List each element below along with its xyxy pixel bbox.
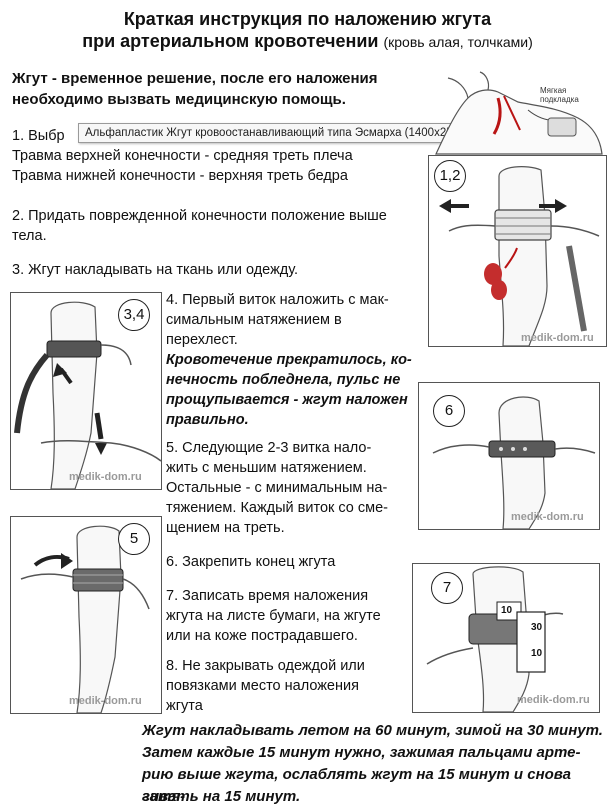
- step-7-line-3: или на коже пострадавшего.: [166, 628, 358, 644]
- watermark: medik-dom.ru: [511, 511, 584, 523]
- step-1-line-3: Травма нижней конечности - верхняя треть…: [12, 168, 348, 184]
- note-30: 30: [531, 622, 543, 633]
- step-7-line-1: 7. Записать время наложения: [166, 588, 369, 604]
- step-4-line-1: 4. Первый виток наложить с мак-: [166, 292, 389, 308]
- badge-5: 5: [118, 523, 150, 555]
- step-2-line-2: тела.: [12, 228, 47, 244]
- step-4-line-2: симальным натяжением в: [166, 312, 342, 328]
- step-2-line-1: 2. Придать поврежденной конечности полож…: [12, 208, 387, 224]
- subtitle-note: (кровь алая, толчками): [383, 34, 533, 50]
- step-4-line-3: перехлест.: [166, 332, 238, 348]
- subtitle-text: при артериальном кровотечении: [82, 31, 379, 51]
- step-8-line-3: жгута: [166, 698, 203, 714]
- step-3-line-1: 3. Жгут накладывать на ткань или одежду.: [12, 262, 299, 278]
- step-5-line-2: жить с меньшим натяжением.: [166, 460, 367, 476]
- step-5-line-4: тяжением. Каждый виток со сме-: [166, 500, 389, 516]
- step-1-line-2: Травма верхней конечности - средняя трет…: [12, 148, 353, 164]
- footer-line-2: Затем каждые 15 минут нужно, зажимая пал…: [142, 744, 581, 761]
- step-5-line-3: Остальные - с минимальным на-: [166, 480, 388, 496]
- page-title: Краткая инструкция по наложению жгута: [123, 9, 492, 29]
- figure-3-4: 3,4 medik-dom.ru: [10, 292, 162, 490]
- intro-line-1: Жгут - временное решение, после его нало…: [12, 70, 378, 87]
- step-6-line-1: 6. Закрепить конец жгута: [166, 554, 336, 570]
- watermark: medik-dom.ru: [517, 694, 590, 706]
- watermark: medik-dom.ru: [69, 471, 142, 483]
- note-10-a: 10: [501, 605, 513, 616]
- figure-1-2: 1,2 medik-dom.ru: [428, 155, 607, 347]
- page-subtitle: при артериальном кровотечении (кровь ала…: [0, 30, 615, 53]
- badge-6: 6: [433, 395, 465, 427]
- badge-7: 7: [431, 572, 463, 604]
- intro-line-2: необходимо вызвать медицинскую помощь.: [12, 91, 346, 108]
- step-8-line-2: повязками место наложения: [166, 678, 359, 694]
- step-5-line-1: 5. Следующие 2-3 витка нало-: [166, 440, 372, 456]
- footer-line-3: рию выше жгута, ослаблять жгут на 15 мин…: [142, 766, 572, 805]
- step-4-check-2: нечность побледнела, пульс не: [166, 372, 401, 388]
- step-5-line-5: щением на треть.: [166, 520, 285, 536]
- step-4-check-3: прощупывается - жгут наложен: [166, 392, 408, 408]
- badge-3-4: 3,4: [118, 299, 150, 331]
- step-1-prefix: 1. Выбр: [12, 128, 65, 144]
- footer-line-1: Жгут накладывать летом на 60 минут, зимо…: [142, 722, 603, 739]
- figure-6: 6 medik-dom.ru: [418, 382, 600, 530]
- step-8-line-1: 8. Не закрывать одеждой или: [166, 658, 365, 674]
- step-7-line-2: жгута на листе бумаги, на жгуте: [166, 608, 381, 624]
- step-4-check-4: правильно.: [166, 412, 249, 428]
- watermark: medik-dom.ru: [69, 695, 142, 707]
- step-4-check-1: Кровотечение прекратилось, ко-: [166, 352, 412, 368]
- product-tooltip: Альфапластик Жгут кровоостанавливающий т…: [78, 123, 481, 143]
- figure-1-label: Мягкая подкладка: [540, 86, 579, 104]
- watermark: medik-dom.ru: [521, 332, 594, 344]
- figure-5: 5 medik-dom.ru: [10, 516, 162, 714]
- figure-7: 10 30 10 7 medik-dom.ru: [412, 563, 600, 713]
- note-10-b: 10: [531, 648, 543, 659]
- figure-soft-padding: Мягкая подкладка: [428, 68, 606, 156]
- badge-1-2: 1,2: [434, 160, 466, 192]
- footer-line-4: гивать на 15 минут.: [142, 788, 301, 805]
